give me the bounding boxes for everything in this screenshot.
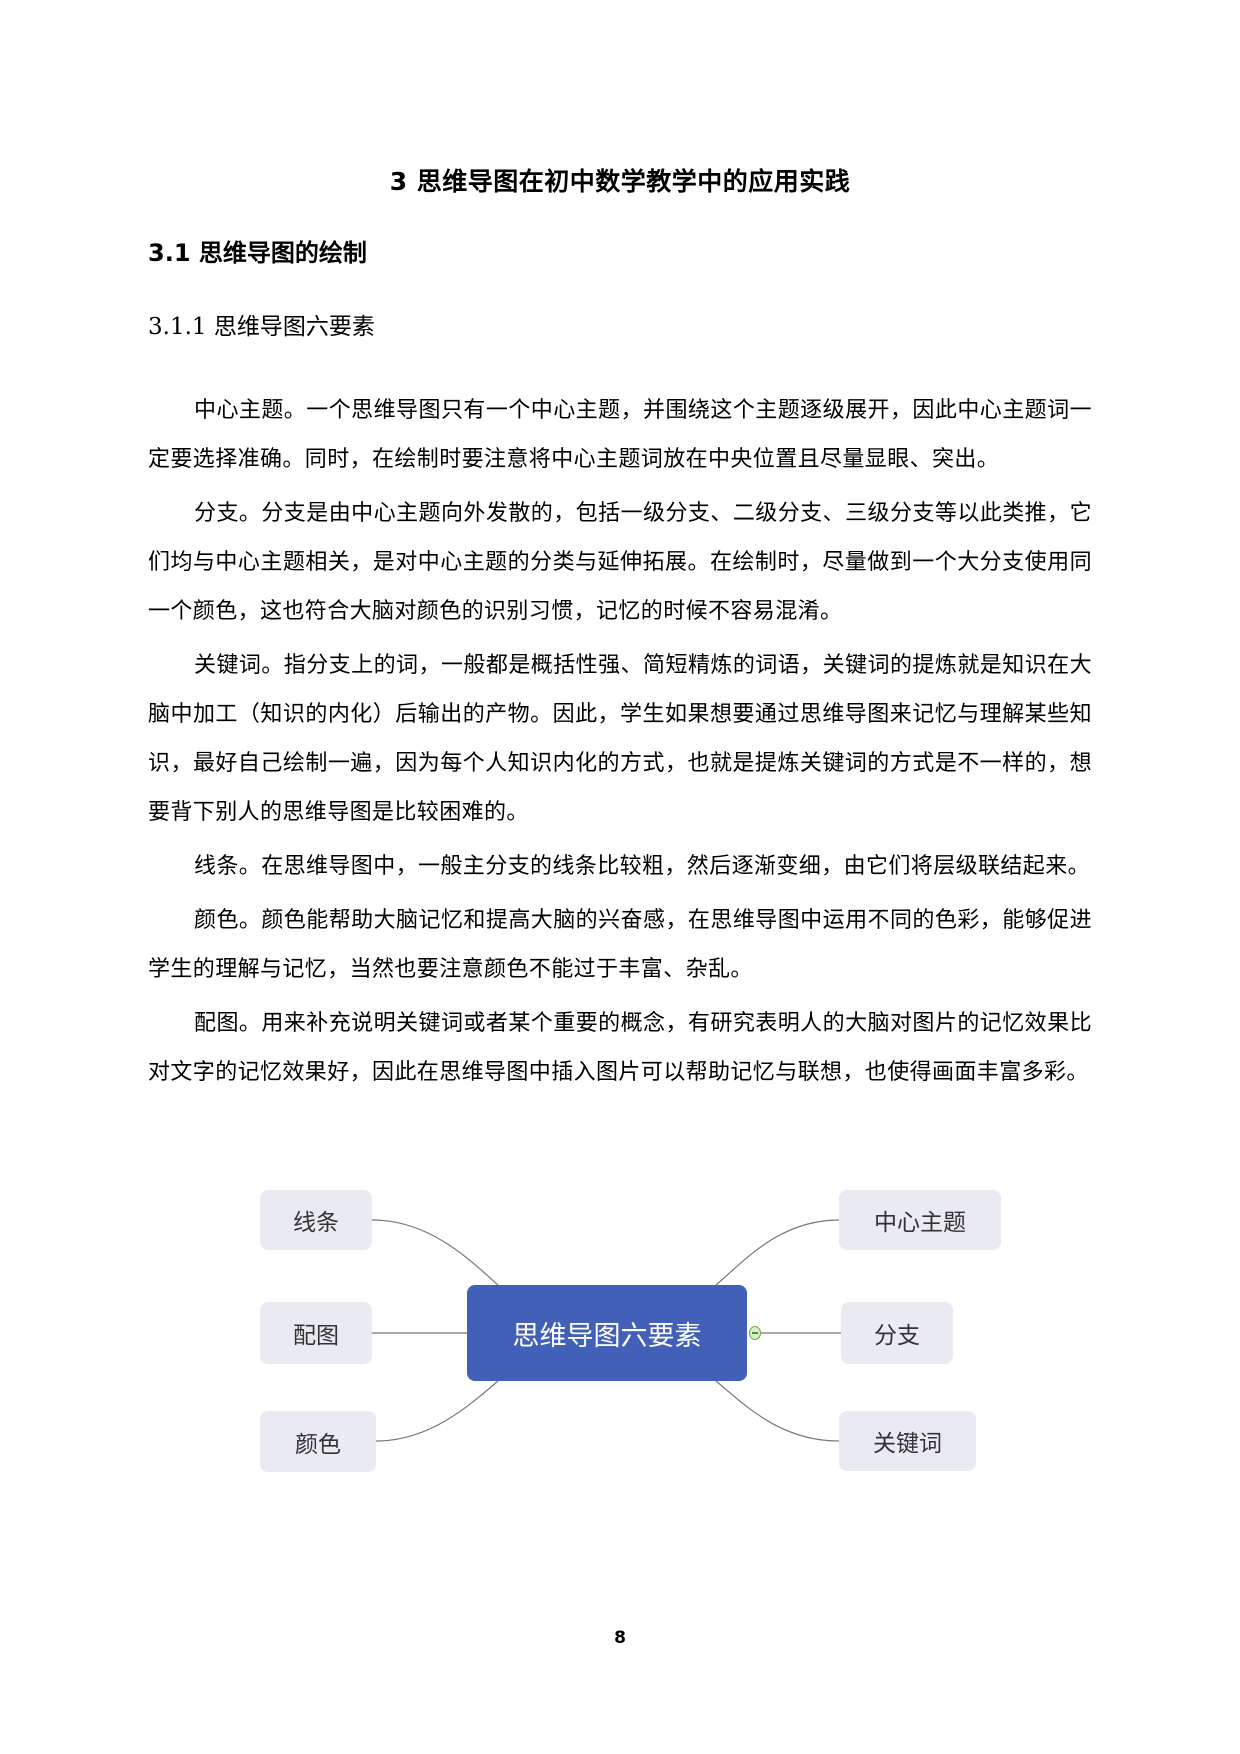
paragraph-central-topic: 中心主题。一个思维导图只有一个中心主题，并围绕这个主题逐级展开，因此中心主题词一… bbox=[148, 398, 1092, 472]
paragraph-keywords: 关键词。指分支上的词，一般都是概括性强、简短精炼的词语，关键词的提炼就是知识在大… bbox=[148, 653, 1092, 825]
body-text: 中心主题。一个思维导图只有一个中心主题，并围绕这个主题逐级展开，因此中心主题词一… bbox=[148, 386, 1092, 1102]
paragraph-images: 配图。用来补充说明关键词或者某个重要的概念，有研究表明人的大脑对图片的记忆效果比… bbox=[148, 1011, 1092, 1085]
mindmap-node-keywords: 关键词 bbox=[839, 1411, 976, 1471]
mindmap-node-images: 配图 bbox=[260, 1302, 372, 1364]
mindmap-node-lines: 线条 bbox=[260, 1190, 372, 1250]
mindmap-center-topic: 思维导图六要素 bbox=[467, 1285, 747, 1381]
chapter-title: 3 思维导图在初中数学教学中的应用实践 bbox=[389, 167, 851, 196]
paragraph-branches: 分支。分支是由中心主题向外发散的，包括一级分支、二级分支、三级分支等以此类推，它… bbox=[148, 501, 1092, 624]
mindmap-node-central-topic: 中心主题 bbox=[839, 1190, 1001, 1250]
subsection-title: 3.1.1 思维导图六要素 bbox=[148, 314, 375, 340]
mindmap-node-branches: 分支 bbox=[841, 1302, 953, 1364]
paragraph-lines: 线条。在思维导图中，一般主分支的线条比较粗，然后逐渐变细，由它们将层级联结起来。 bbox=[194, 854, 1091, 879]
mindmap-node-colors: 颜色 bbox=[260, 1411, 376, 1472]
section-title: 3.1 思维导图的绘制 bbox=[148, 239, 367, 267]
paragraph-colors: 颜色。颜色能帮助大脑记忆和提高大脑的兴奋感，在思维导图中运用不同的色彩，能够促进… bbox=[148, 908, 1092, 982]
collapse-toggle-icon[interactable] bbox=[749, 1326, 761, 1340]
page-number: 8 bbox=[614, 1628, 626, 1648]
